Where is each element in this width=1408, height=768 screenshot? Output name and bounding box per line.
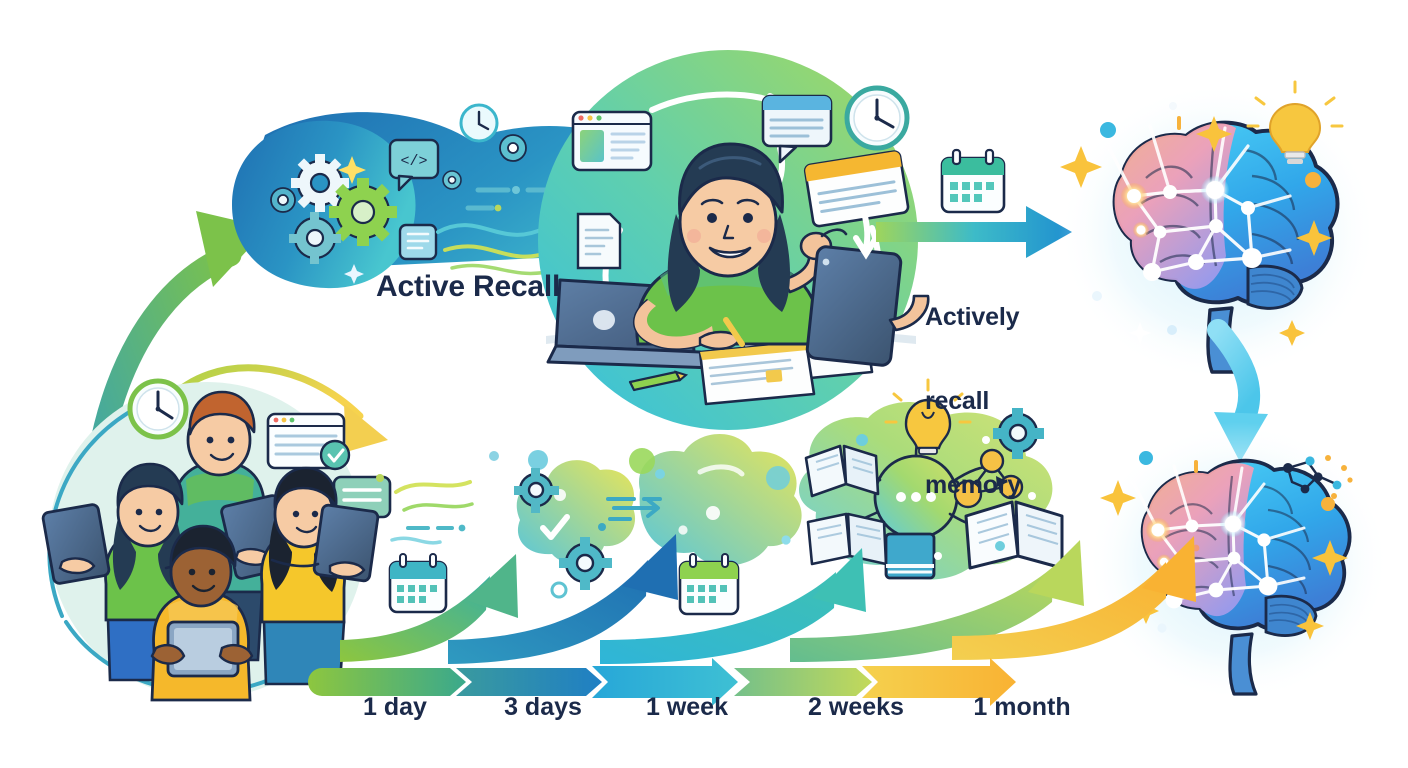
actively-recall-line-2: recall [925,387,990,415]
timeline-chevron-bar [308,658,1016,706]
gear-icon [289,212,341,264]
flashcard-icon [803,150,910,228]
brain-bottom [1086,422,1390,702]
brain-top [1058,80,1378,382]
open-book-icon [806,512,888,566]
browser-window-icon [571,110,653,172]
gear-icon [559,537,612,590]
pen-icon [628,370,689,392]
timeline-segment-0 [308,668,466,696]
timeline-segment-2 [592,658,738,706]
timeline-label-1-day: 1 day [363,693,427,721]
gear-icon [993,408,1044,459]
knowledge-cluster [799,378,1064,580]
actively-recall-memory-label: Actively recall memory [925,247,1021,555]
interval-arrows [340,534,1196,664]
code-bubble-icon: </> [388,138,440,192]
recall-to-brain-arrow [876,206,1072,258]
node-network-icon [953,448,1024,509]
gear-icon [270,187,296,213]
lightbulb-icon [1246,80,1344,164]
student-figure [41,462,200,682]
calendar-icon [388,553,448,614]
svg-text:</>: </> [400,153,427,170]
open-book-icon [804,444,880,498]
timeline-label-3-days: 3 days [504,693,582,721]
timeline-segment-3 [734,668,872,696]
dot-trail-icon [598,497,662,531]
closed-book-icon [884,532,936,580]
chat-bubble-icon [761,94,833,164]
study-scene [538,50,930,430]
timeline-segment-4 [862,658,1016,706]
clock-icon [459,103,499,143]
gear-icon [499,134,527,162]
interval-arrow-2-weeks [790,540,1084,662]
actively-recall-line-3: memory [925,471,1022,499]
actively-recall-line-1: Actively [925,303,1020,331]
student-figure [633,142,930,367]
interval-arrow-3-days [448,534,678,664]
tablet [805,245,903,367]
lightbulb-icon [884,378,972,455]
students-group-scene [41,378,392,702]
molecule-icon [1283,455,1353,499]
timeline-label-1-month: 1 month [973,693,1071,721]
inner-down-arrow [853,209,879,260]
idea-blobs [514,434,802,599]
checklist-window-icon [266,412,351,471]
gear-icon [514,468,559,513]
open-book-icon [964,500,1064,570]
document-icon [398,223,438,261]
student-figure [150,524,254,702]
timeline-label-2-weeks: 2 weeks [808,693,904,721]
clock-icon [127,378,189,440]
document-icon [576,212,622,270]
flow-accents [376,451,499,545]
interval-arrow-1-day [340,554,518,662]
gear-icon [442,170,462,190]
timeline-label-1-week: 1 week [645,693,728,721]
gear-icon [550,581,568,599]
active-recall-label: Active Recall [376,270,561,303]
clock-icon [844,85,910,151]
neural-network [1104,124,1292,281]
interval-arrow-1-month [952,536,1196,660]
timeline-segment-1 [456,668,602,696]
calendar-icon [940,148,1006,214]
sparkle-icon [1060,116,1332,346]
interval-arrow-1-week [600,548,866,664]
calendar-icon [678,553,740,616]
gear-icon [291,154,349,212]
sparkle-icon [338,156,366,284]
